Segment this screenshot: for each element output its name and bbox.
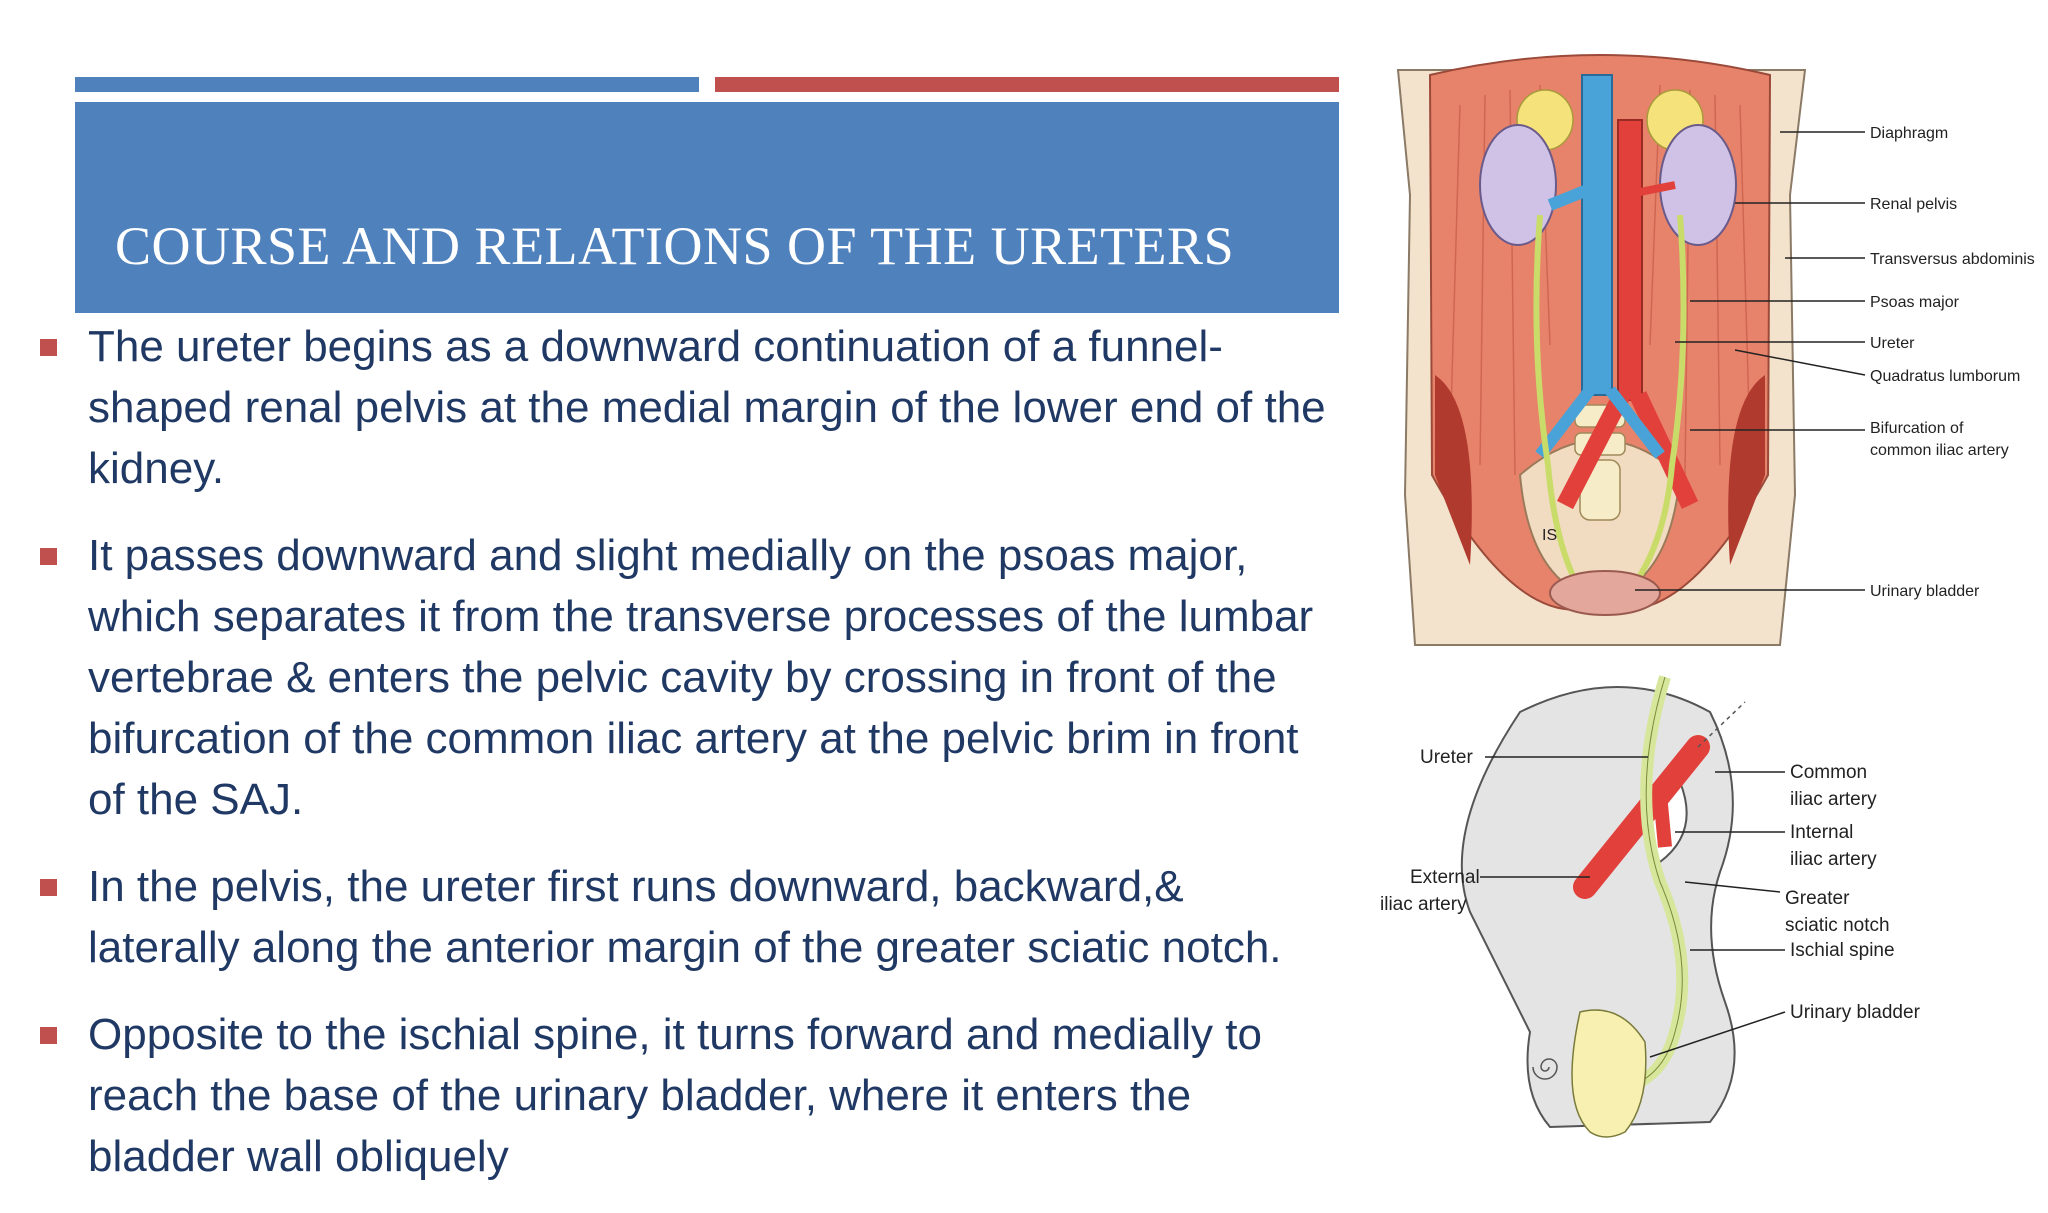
renal-vein <box>1547 179 1603 211</box>
bullet-item: It passes downward and slight medially o… <box>40 525 1340 830</box>
label-diaphragm: Diaphragm <box>1870 125 1948 142</box>
common-iliac-dashed <box>1697 701 1746 748</box>
leader-lines-bottom <box>1480 756 1786 1058</box>
renal-artery <box>1624 181 1676 199</box>
spiral-icon <box>1532 1058 1558 1080</box>
common-iliac-vein-right <box>1605 386 1665 459</box>
label-urinary-bladder: Urinary bladder <box>1870 583 1980 600</box>
bullet-text: In the pelvis, the ureter first runs dow… <box>88 862 1282 972</box>
bullet-item: Opposite to the ischial spine, it turns … <box>40 1004 1340 1187</box>
title-band: COURSE AND RELATIONS OF THE URETERS <box>75 102 1339 313</box>
label-greater-line1: Greater <box>1785 888 1850 909</box>
label-common-line1: Common <box>1790 762 1867 783</box>
bullet-item: The ureter begins as a downward continua… <box>40 316 1340 499</box>
label-ischial-spine: Ischial spine <box>1790 940 1895 961</box>
accent-bar-blue <box>75 77 699 92</box>
bullet-list: The ureter begins as a downward continua… <box>40 316 1340 1213</box>
lateral-muscle-left <box>1435 375 1472 565</box>
label-external-line1: External <box>1410 867 1480 888</box>
is-label: IS <box>1542 527 1557 544</box>
label-common-line2: iliac artery <box>1790 789 1877 810</box>
inferior-vena-cava <box>1581 74 1613 396</box>
pelvis-ureter-illustration: Ureter External iliac artery Common ilia… <box>1380 675 1921 1138</box>
bullet-marker-icon <box>40 1027 57 1044</box>
label-greater-line2: sciatic notch <box>1785 915 1890 936</box>
aorta <box>1617 119 1643 401</box>
bullet-marker-icon <box>40 548 57 565</box>
ureter-right <box>1627 214 1687 592</box>
ureter-pelvic-outline <box>1594 676 1683 1093</box>
bullet-marker-icon <box>40 879 57 896</box>
urinary-bladder <box>1571 1009 1647 1138</box>
leader-lines-top <box>1635 131 1866 591</box>
bullet-text: It passes downward and slight medially o… <box>88 531 1314 824</box>
common-iliac-right <box>1629 391 1699 509</box>
ureter-left <box>1533 214 1583 592</box>
kidney-left <box>1479 124 1557 246</box>
label-external-line2: iliac artery <box>1380 894 1467 915</box>
label-ureter: Ureter <box>1420 747 1473 768</box>
bullet-marker-icon <box>40 339 57 356</box>
label-internal-line1: Internal <box>1790 822 1853 843</box>
common-iliac-left <box>1557 390 1630 510</box>
bullet-text: Opposite to the ischial spine, it turns … <box>88 1010 1262 1181</box>
label-bifurcation-line1: Bifurcation of <box>1870 420 1964 437</box>
label-renal-pelvis: Renal pelvis <box>1870 196 1957 213</box>
label-bifurcation-line2: common iliac artery <box>1870 442 2009 459</box>
label-ureter: Ureter <box>1870 335 1915 352</box>
abdomen-ureter-illustration: IS Diaphragm Renal pelvis Transversus ab… <box>1396 54 2035 646</box>
label-internal-line2: iliac artery <box>1790 849 1877 870</box>
label-psoas: Psoas major <box>1870 294 1960 311</box>
accent-bar-red <box>715 77 1339 92</box>
label-quadratus: Quadratus lumborum <box>1870 368 2020 385</box>
urinary-bladder <box>1549 570 1661 616</box>
slide-title: COURSE AND RELATIONS OF THE URETERS <box>115 216 1235 276</box>
common-iliac-vein-left <box>1535 386 1595 459</box>
label-urinary-bladder: Urinary bladder <box>1790 1002 1921 1023</box>
bullet-item: In the pelvis, the ureter first runs dow… <box>40 856 1340 978</box>
bullet-text: The ureter begins as a downward continua… <box>88 322 1326 493</box>
lateral-muscle-right <box>1728 375 1765 565</box>
label-transversus: Transversus abdominis <box>1870 251 2035 268</box>
internal-iliac-artery <box>1653 793 1672 848</box>
